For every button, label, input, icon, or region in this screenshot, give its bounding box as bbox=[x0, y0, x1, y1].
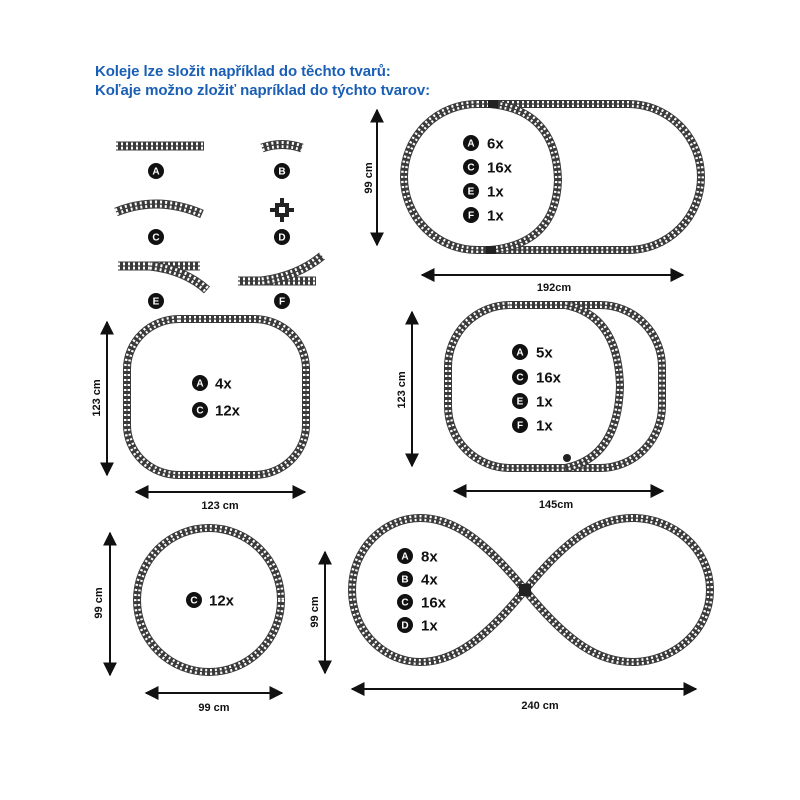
part-quantity: 16x bbox=[536, 370, 562, 387]
piece-switch-e: E bbox=[118, 261, 211, 309]
piece-switch-f: F bbox=[238, 252, 325, 309]
part-badge bbox=[512, 417, 528, 433]
piece-crossing-d: D bbox=[270, 198, 294, 245]
height-label: 123 cm bbox=[91, 379, 103, 417]
height-label: 99 cm bbox=[363, 162, 375, 193]
part-badge bbox=[512, 344, 528, 360]
piece-letter: D bbox=[278, 233, 285, 244]
part-badge bbox=[397, 571, 413, 587]
heading-line-czech: Koleje lze složit například do těchto tv… bbox=[95, 63, 391, 80]
part-letter: A bbox=[516, 348, 523, 359]
part-quantity: 16x bbox=[487, 160, 513, 177]
width-label: 240 cm bbox=[521, 700, 559, 712]
height-label: 123 cm bbox=[396, 371, 408, 409]
part-letter: D bbox=[401, 621, 408, 632]
layout-rounded-square: A 4x C 12x 123 cm 123 cm bbox=[91, 315, 310, 512]
part-quantity: 1x bbox=[536, 418, 553, 435]
part-letter: E bbox=[517, 397, 524, 408]
part-quantity: 1x bbox=[536, 394, 553, 411]
part-quantity: 6x bbox=[487, 136, 504, 153]
part-quantity: 12x bbox=[215, 403, 241, 420]
part-letter: A bbox=[467, 139, 474, 150]
piece-short-straight-b: B bbox=[260, 140, 304, 179]
part-quantity: 8x bbox=[421, 549, 438, 566]
part-letter: C bbox=[401, 598, 408, 609]
part-badge bbox=[463, 207, 479, 223]
part-badge bbox=[186, 592, 202, 608]
piece-letter: F bbox=[279, 297, 285, 308]
width-label: 145cm bbox=[539, 499, 573, 511]
part-letter: F bbox=[517, 421, 523, 432]
part-badge bbox=[397, 594, 413, 610]
part-quantity: 4x bbox=[421, 572, 438, 589]
piece-curve-c: C bbox=[114, 199, 204, 245]
part-letter: C bbox=[196, 406, 203, 417]
piece-legend: A B C D E F bbox=[114, 140, 325, 309]
part-quantity: 16x bbox=[421, 595, 447, 612]
height-label: 99 cm bbox=[309, 596, 321, 627]
layout-square-siding: A 5x C 16x E 1x F 1x 123 cm 145cm bbox=[396, 301, 666, 511]
part-letter: A bbox=[401, 552, 408, 563]
heading-line-slovak: Koľaje možno zložiť napríklad do týchto … bbox=[95, 82, 430, 99]
part-badge bbox=[397, 548, 413, 564]
width-label: 99 cm bbox=[198, 702, 229, 714]
part-badge bbox=[512, 369, 528, 385]
parts-list: A 8x B 4x C 16x D 1x bbox=[397, 548, 447, 635]
part-badge bbox=[397, 617, 413, 633]
part-letter: C bbox=[467, 163, 474, 174]
part-quantity: 1x bbox=[487, 184, 504, 201]
part-badge bbox=[192, 402, 208, 418]
piece-letter: E bbox=[153, 297, 160, 308]
part-badge bbox=[463, 183, 479, 199]
part-quantity: 5x bbox=[536, 345, 553, 362]
part-letter: C bbox=[516, 373, 523, 384]
piece-badge bbox=[148, 163, 164, 179]
piece-letter: C bbox=[152, 233, 159, 244]
piece-badge bbox=[274, 163, 290, 179]
layout-oval-siding: A 6x C 16x E 1x F 1x 99 cm 192cm bbox=[363, 100, 705, 294]
part-quantity: 1x bbox=[421, 618, 438, 635]
parts-list: A 5x C 16x E 1x F 1x bbox=[512, 344, 562, 435]
piece-straight-a: A bbox=[116, 141, 204, 179]
part-letter: B bbox=[401, 575, 408, 586]
layout-circle: C 12x 99 cm 99 cm bbox=[93, 524, 285, 714]
piece-letter: B bbox=[278, 167, 285, 178]
height-label: 99 cm bbox=[93, 587, 105, 618]
part-letter: C bbox=[190, 596, 197, 607]
width-label: 123 cm bbox=[201, 500, 239, 512]
part-badge bbox=[463, 135, 479, 151]
piece-badge bbox=[148, 229, 164, 245]
part-quantity: 1x bbox=[487, 208, 504, 225]
part-quantity: 4x bbox=[215, 376, 232, 393]
parts-list: A 4x C 12x bbox=[192, 375, 241, 420]
part-badge bbox=[463, 159, 479, 175]
part-letter: F bbox=[468, 211, 474, 222]
part-letter: A bbox=[196, 379, 203, 390]
piece-badge bbox=[274, 293, 290, 309]
piece-badge bbox=[274, 229, 290, 245]
part-badge bbox=[192, 375, 208, 391]
piece-letter: A bbox=[152, 167, 159, 178]
layout-figure-eight: A 8x B 4x C 16x D 1x 99 cm 240 cm bbox=[309, 513, 715, 712]
piece-badge bbox=[148, 293, 164, 309]
part-quantity: 12x bbox=[209, 593, 235, 610]
parts-list: C 12x bbox=[186, 592, 235, 610]
width-label: 192cm bbox=[537, 282, 571, 294]
part-badge bbox=[512, 393, 528, 409]
parts-list: A 6x C 16x E 1x F 1x bbox=[463, 135, 513, 225]
part-letter: E bbox=[468, 187, 475, 198]
